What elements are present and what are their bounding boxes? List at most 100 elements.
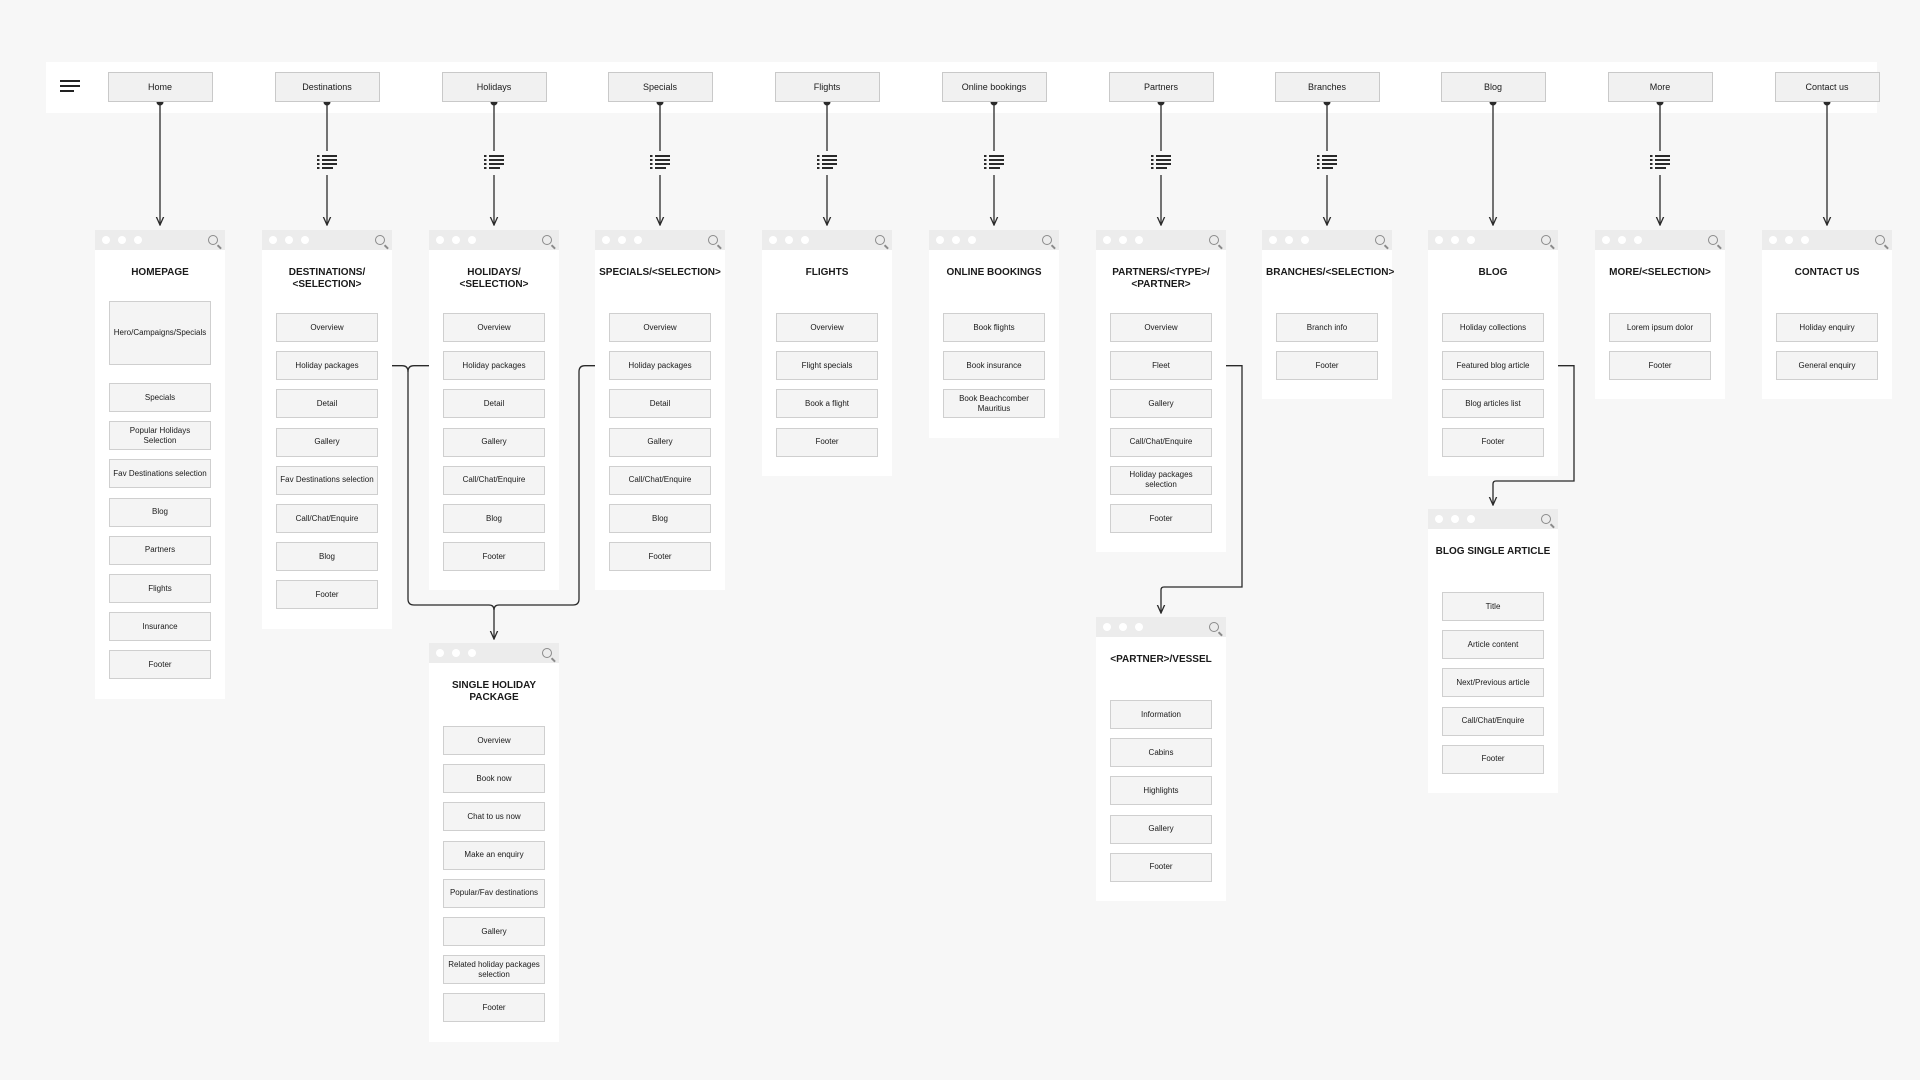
section-make-an-enquiry[interactable]: Make an enquiry (443, 840, 545, 870)
section-footer[interactable]: Footer (609, 542, 711, 572)
section-general-enquiry[interactable]: General enquiry (1776, 351, 1878, 381)
section-holiday-packages[interactable]: Holiday packages (609, 351, 711, 381)
section-next-previous-article[interactable]: Next/Previous article (1442, 668, 1544, 698)
section-fav-destinations-selection[interactable]: Fav Destinations selection (109, 459, 211, 489)
section-popular-fav-destinations[interactable]: Popular/Fav destinations (443, 878, 545, 908)
section-gallery[interactable]: Gallery (1110, 814, 1212, 844)
section-overview[interactable]: Overview (276, 313, 378, 342)
section-fleet[interactable]: Fleet (1110, 351, 1212, 381)
window-dot-icon (1602, 236, 1610, 244)
section-footer[interactable]: Footer (1276, 351, 1378, 381)
section-article-content[interactable]: Article content (1442, 630, 1544, 660)
section-insurance[interactable]: Insurance (109, 612, 211, 642)
section-overview[interactable]: Overview (609, 313, 711, 342)
window-dot-icon (118, 236, 126, 244)
browser-bar (1428, 509, 1558, 529)
section-gallery[interactable]: Gallery (1110, 389, 1212, 419)
section-footer[interactable]: Footer (1442, 744, 1544, 774)
section-book-now[interactable]: Book now (443, 764, 545, 794)
nav-button-online-bookings[interactable]: Online bookings (941, 72, 1047, 102)
section-blog-articles-list[interactable]: Blog articles list (1442, 389, 1544, 419)
page-title: HOLIDAYS/ <SELECTION> (459, 267, 529, 290)
section-footer[interactable]: Footer (1110, 852, 1212, 882)
section-related-holiday-packages-selection[interactable]: Related holiday packages selection (443, 955, 545, 985)
section-blog[interactable]: Blog (276, 542, 378, 572)
section-overview[interactable]: Overview (776, 313, 878, 342)
section-footer[interactable]: Footer (1609, 351, 1711, 381)
nav-button-specials[interactable]: Specials (607, 72, 713, 102)
nav-button-destinations[interactable]: Destinations (274, 72, 380, 102)
section-chat-to-us-now[interactable]: Chat to us now (443, 802, 545, 832)
nav-button-home[interactable]: Home (107, 72, 213, 102)
search-icon (708, 235, 718, 245)
section-flight-specials[interactable]: Flight specials (776, 351, 878, 381)
section-footer[interactable]: Footer (443, 993, 545, 1023)
hamburger-menu-icon[interactable] (60, 80, 80, 96)
section-gallery[interactable]: Gallery (443, 427, 545, 457)
section-popular-holidays-selection[interactable]: Popular Holidays Selection (109, 421, 211, 451)
section-detail[interactable]: Detail (609, 389, 711, 419)
section-gallery[interactable]: Gallery (276, 427, 378, 457)
section-blog[interactable]: Blog (609, 504, 711, 533)
section-overview[interactable]: Overview (1110, 313, 1212, 342)
section-lorem-ipsum-dolor[interactable]: Lorem ipsum dolor (1609, 313, 1711, 342)
section-fav-destinations-selection[interactable]: Fav Destinations selection (276, 465, 378, 495)
section-featured-blog-article[interactable]: Featured blog article (1442, 351, 1544, 381)
section-holiday-packages[interactable]: Holiday packages (276, 351, 378, 381)
section-flights[interactable]: Flights (109, 574, 211, 603)
search-icon (208, 235, 218, 245)
section-call-chat-enquire[interactable]: Call/Chat/Enquire (443, 465, 545, 495)
window-dot-icon (452, 236, 460, 244)
section-footer[interactable]: Footer (276, 580, 378, 610)
section-footer[interactable]: Footer (443, 542, 545, 572)
section-title[interactable]: Title (1442, 592, 1544, 621)
section-holiday-packages-selection[interactable]: Holiday packages selection (1110, 465, 1212, 495)
nav-button-blog[interactable]: Blog (1440, 72, 1546, 102)
section-branch-info[interactable]: Branch info (1276, 313, 1378, 342)
section-call-chat-enquire[interactable]: Call/Chat/Enquire (1442, 706, 1544, 736)
section-footer[interactable]: Footer (1442, 427, 1544, 457)
section-highlights[interactable]: Highlights (1110, 776, 1212, 806)
nav-button-partners[interactable]: Partners (1108, 72, 1214, 102)
nav-button-contact-us[interactable]: Contact us (1774, 72, 1880, 102)
section-specials[interactable]: Specials (109, 383, 211, 412)
section-book-insurance[interactable]: Book insurance (943, 351, 1045, 381)
nav-button-branches[interactable]: Branches (1274, 72, 1380, 102)
section-detail[interactable]: Detail (276, 389, 378, 419)
section-book-flights[interactable]: Book flights (943, 313, 1045, 342)
list-icon (1317, 155, 1337, 169)
section-holiday-enquiry[interactable]: Holiday enquiry (1776, 313, 1878, 342)
section-book-a-flight[interactable]: Book a flight (776, 389, 878, 419)
section-information[interactable]: Information (1110, 700, 1212, 729)
section-overview[interactable]: Overview (443, 313, 545, 342)
section-call-chat-enquire[interactable]: Call/Chat/Enquire (1110, 427, 1212, 457)
nav-button-holidays[interactable]: Holidays (441, 72, 547, 102)
section-call-chat-enquire[interactable]: Call/Chat/Enquire (276, 504, 378, 533)
section-overview[interactable]: Overview (443, 726, 545, 755)
section-call-chat-enquire[interactable]: Call/Chat/Enquire (609, 465, 711, 495)
section-blog[interactable]: Blog (443, 504, 545, 533)
section-book-beachcomber-mauritius[interactable]: Book Beachcomber Mauritius (943, 389, 1045, 419)
section-footer[interactable]: Footer (1110, 504, 1212, 533)
section-gallery[interactable]: Gallery (609, 427, 711, 457)
list-icon (817, 155, 837, 169)
section-hero-campaigns-specials[interactable]: Hero/Campaigns/Specials (109, 301, 211, 365)
section-footer[interactable]: Footer (109, 650, 211, 680)
section-holiday-packages[interactable]: Holiday packages (443, 351, 545, 381)
nav-button-flights[interactable]: Flights (774, 72, 880, 102)
page-title: DESTINATIONS/ <SELECTION> (288, 267, 366, 290)
section-partners[interactable]: Partners (109, 535, 211, 565)
search-icon (1042, 235, 1052, 245)
section-footer[interactable]: Footer (776, 427, 878, 457)
section-detail[interactable]: Detail (443, 389, 545, 419)
page-title: SINGLE HOLIDAY PACKAGE (451, 680, 537, 703)
window-dot-icon (134, 236, 142, 244)
section-cabins[interactable]: Cabins (1110, 738, 1212, 768)
nav-button-more[interactable]: More (1607, 72, 1713, 102)
section-holiday-collections[interactable]: Holiday collections (1442, 313, 1544, 342)
section-gallery[interactable]: Gallery (443, 917, 545, 946)
section-blog[interactable]: Blog (109, 497, 211, 527)
